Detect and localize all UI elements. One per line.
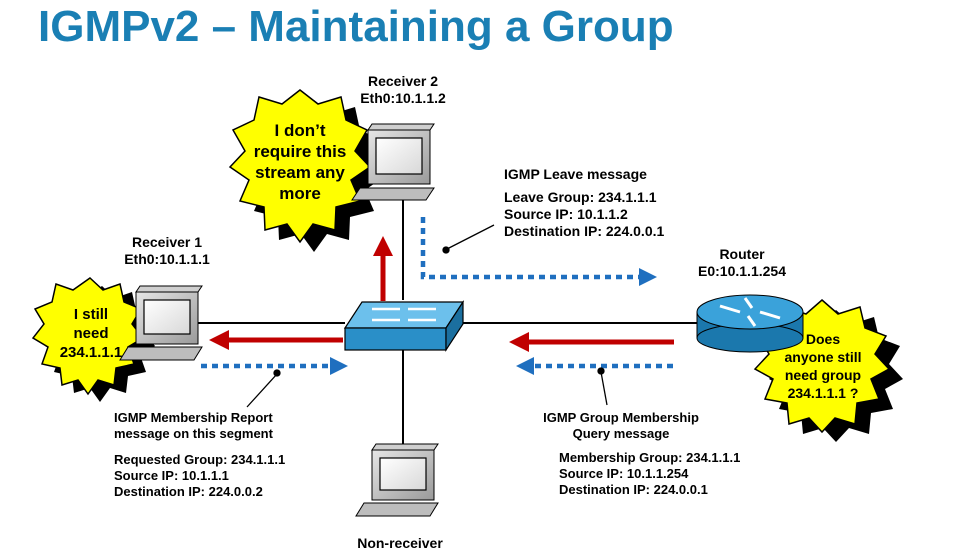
nonreceiver-label: Non-receiver [357,535,443,551]
bubble-line: Does [805,331,841,347]
router-speech-bubble: Does anyone still need group 234.1.1.1 ? [763,330,883,402]
report-message-line: Requested Group: 234.1.1.1 [114,452,286,467]
query-callout-line [600,371,608,406]
bubble-line: more [279,184,321,203]
receiver1-name: Receiver 1 [131,234,203,250]
query-message-line: Membership Group: 234.1.1.1 [559,450,741,465]
report-message-line: Destination IP: 224.0.0.2 [114,484,263,499]
query-message-heading: IGMP Group Membership [543,410,699,425]
receiver2-name: Receiver 2 [367,73,439,89]
bubble-line: I don’t [274,121,326,140]
report-message-heading: message on this segment [114,426,273,441]
bubble-line: I still [73,306,109,323]
bubble-line: 234.1.1.1 [59,344,123,361]
router-name: Router [719,246,765,262]
computer-icon-receiver1 [119,285,203,361]
router-label: Router E0:10.1.1.254 [672,246,812,280]
igmp-leave-arrow [420,217,657,286]
computer-icon-receiver2 [351,123,435,201]
leave-callout-line [446,224,495,250]
leave-message-line: Leave Group: 234.1.1.1 [504,189,657,205]
starburst-receiver1 [31,277,155,402]
query-message-heading-box: IGMP Group Membership Query message [528,410,714,442]
bubble-line: need [73,325,109,342]
receiver2-speech-bubble: I don’t require this stream any more [232,120,368,204]
report-callout-line [246,373,278,408]
receiver2-label: Receiver 2 Eth0:10.1.1.2 [338,73,468,107]
starburst-receiver2 [228,89,384,252]
report-message-line: Source IP: 10.1.1.1 [114,468,229,483]
bubble-line: need group [784,367,862,383]
bubble-line: 234.1.1.1 ? [787,385,859,401]
report-message-heading: IGMP Membership Report [114,410,273,425]
bubble-line: require this [253,142,347,161]
query-message-line: Source IP: 10.1.1.254 [559,466,689,481]
leave-callout-dot [442,246,450,254]
switch-icon [343,299,465,353]
router-icon [696,294,804,353]
bubble-line: anyone still [784,349,862,365]
router-iface: E0:10.1.1.254 [698,263,786,279]
query-message-heading: Query message [572,426,670,441]
computer-icon-nonreceiver [355,443,439,517]
leave-message-line: Destination IP: 224.0.0.1 [504,223,665,239]
report-message-box: IGMP Membership Report message on this s… [114,410,285,500]
receiver1-speech-bubble: I still need 234.1.1.1 [43,305,139,362]
query-message-line: Destination IP: 224.0.0.1 [559,482,708,497]
query-callout-dot [597,367,605,375]
receiver1-label: Receiver 1 Eth0:10.1.1.1 [102,234,232,268]
leave-message-heading: IGMP Leave message [504,166,647,182]
page-title: IGMPv2 – Maintaining a Group [38,2,674,51]
bubble-line: stream any [255,163,345,182]
report-callout-dot [273,369,281,377]
leave-message-box: IGMP Leave message Leave Group: 234.1.1.… [504,166,664,240]
network-links [197,200,700,450]
receiver1-iface: Eth0:10.1.1.1 [124,251,210,267]
query-message-box: Membership Group: 234.1.1.1 Source IP: 1… [559,450,740,498]
leave-message-line: Source IP: 10.1.1.2 [504,206,628,222]
receiver2-iface: Eth0:10.1.1.2 [360,90,446,106]
